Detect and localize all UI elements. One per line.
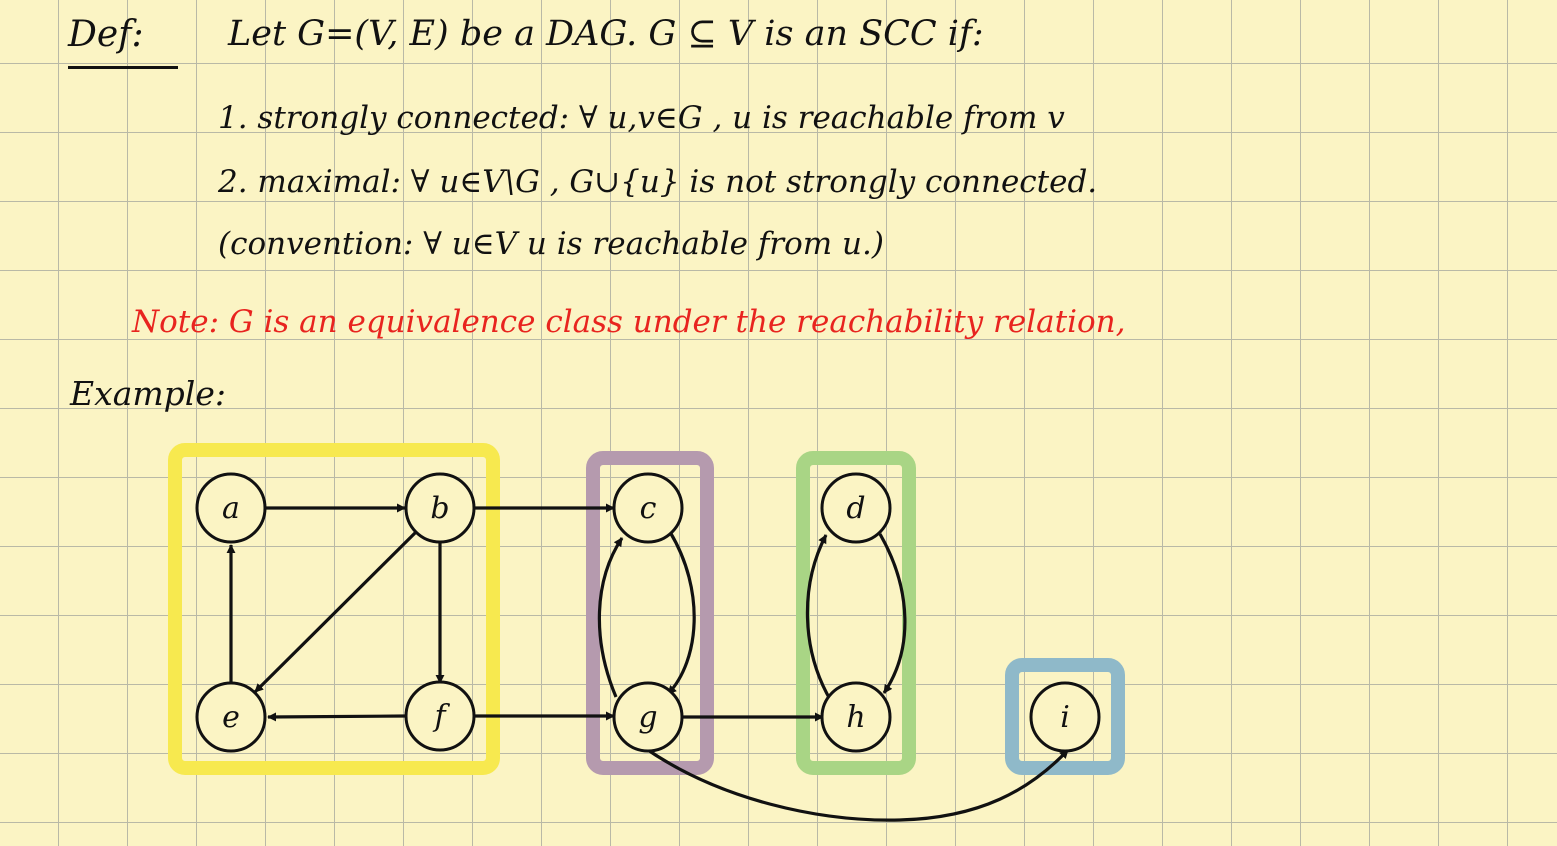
example-label: Example: bbox=[70, 374, 226, 413]
node-g-label: g bbox=[638, 700, 657, 735]
edge-h-d bbox=[805, 534, 833, 702]
definition-item-maximal: 2. maximal: ∀ u∈V\G , G∪{u} is not stron… bbox=[218, 164, 1098, 200]
node-c: c bbox=[612, 472, 684, 544]
node-b-label: b bbox=[430, 491, 449, 526]
edge-g-c bbox=[597, 537, 624, 698]
nodes-layer: a b c d e f g h bbox=[195, 472, 1101, 753]
component-box-cg bbox=[586, 451, 714, 775]
component-box-abef bbox=[168, 443, 500, 775]
edge-b-e bbox=[253, 530, 418, 694]
node-h-label: h bbox=[846, 700, 865, 735]
node-f: f bbox=[404, 680, 476, 752]
equivalence-class-note: Note: G is an equivalence class under th… bbox=[132, 304, 1126, 340]
node-i-label: i bbox=[1060, 700, 1070, 735]
edge-c-g bbox=[666, 531, 696, 696]
node-h: h bbox=[820, 681, 892, 753]
definition-item-strongly-connected: 1. strongly connected: ∀ u,v∈G , u is re… bbox=[218, 100, 1065, 136]
node-e: e bbox=[195, 681, 267, 753]
node-d: d bbox=[820, 472, 892, 544]
node-i: i bbox=[1029, 681, 1101, 753]
edge-f-e bbox=[267, 712, 406, 722]
node-a-label: a bbox=[222, 491, 240, 526]
component-box-dh bbox=[796, 451, 916, 775]
definition-label: Def: bbox=[68, 14, 144, 55]
node-g: g bbox=[612, 681, 684, 753]
definition-intro: Let G=(V, E) be a DAG. G ⊆ V is an SCC i… bbox=[228, 14, 984, 54]
definition-convention: (convention: ∀ u∈V u is reachable from u… bbox=[218, 226, 884, 262]
node-b: b bbox=[404, 472, 476, 544]
component-box-i bbox=[1005, 658, 1125, 775]
node-e-label: e bbox=[222, 700, 240, 735]
node-c-label: c bbox=[640, 491, 657, 526]
definition-underline bbox=[68, 66, 178, 69]
components-layer bbox=[168, 443, 1125, 775]
edge-d-h bbox=[878, 533, 907, 694]
edge-g-i bbox=[644, 746, 1070, 822]
node-a: a bbox=[195, 472, 267, 544]
node-d-label: d bbox=[846, 491, 865, 526]
edges-layer bbox=[226, 503, 1070, 822]
